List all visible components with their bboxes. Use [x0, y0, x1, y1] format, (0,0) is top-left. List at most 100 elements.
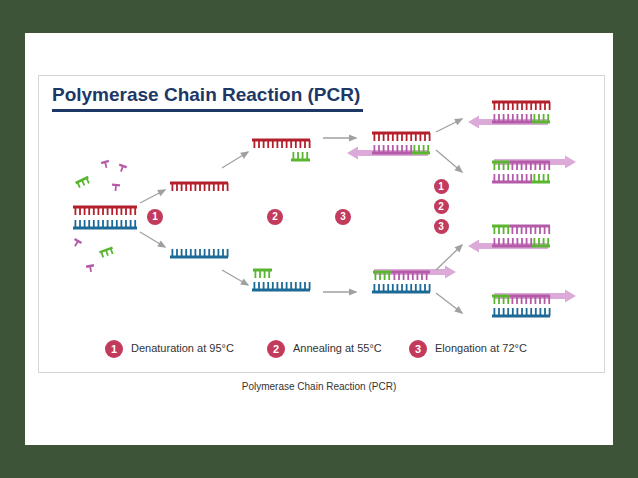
base-tooth [208, 183, 210, 191]
dna-strand [252, 282, 311, 292]
base-tooth [300, 282, 302, 290]
base-tooth [406, 133, 408, 141]
base-tooth [304, 282, 306, 290]
base-tooth [507, 114, 509, 122]
base-tooth [494, 162, 496, 170]
base-tooth [378, 284, 380, 292]
strand-backbone [73, 206, 137, 209]
base-tooth [414, 145, 416, 153]
base-tooth [526, 174, 528, 182]
nucleotide-stem [120, 166, 124, 172]
dna-strand [492, 114, 532, 124]
base-tooth [176, 249, 178, 257]
base-tooth [498, 162, 500, 170]
free-primer [99, 246, 115, 258]
free-primer [75, 176, 91, 189]
base-tooth [407, 272, 409, 280]
dna-strand [492, 174, 532, 184]
base-tooth [125, 220, 127, 228]
base-tooth [125, 207, 127, 215]
base-tooth [84, 207, 86, 215]
step-description: Denaturation at 95°C [131, 342, 234, 354]
arrow-head [157, 189, 166, 196]
base-tooth [218, 249, 220, 257]
dna-strand [170, 182, 229, 192]
base-tooth [88, 220, 90, 228]
dna-strand [412, 145, 430, 155]
base-tooth [494, 308, 496, 316]
arrow-head [240, 151, 249, 158]
base-tooth [401, 133, 403, 141]
base-tooth [547, 114, 549, 122]
base-tooth [420, 284, 422, 292]
base-tooth [286, 140, 288, 148]
base-tooth [544, 308, 546, 316]
base-tooth [521, 162, 523, 170]
base-tooth [111, 220, 113, 228]
base-tooth [374, 133, 376, 141]
base-tooth [526, 308, 528, 316]
callout-number: 1 [434, 179, 449, 194]
pcr-illustration [72, 101, 576, 318]
strand-backbone [73, 227, 137, 230]
base-tooth [388, 272, 390, 280]
dna-strand [253, 269, 272, 279]
dna-strand [492, 238, 532, 248]
base-tooth [516, 162, 518, 170]
base-tooth [378, 145, 380, 153]
base-tooth [302, 152, 304, 160]
base-tooth [397, 145, 399, 153]
base-tooth [297, 152, 299, 160]
base-tooth [507, 226, 509, 234]
dna-strand [373, 271, 392, 281]
base-tooth [199, 183, 201, 191]
base-tooth [277, 282, 279, 290]
base-tooth [498, 102, 500, 110]
base-tooth [290, 282, 292, 290]
primer-tooth [81, 180, 85, 186]
diagram-title: Polymerase Chain Reaction (PCR) [52, 84, 360, 106]
base-tooth [107, 220, 109, 228]
base-tooth [423, 145, 425, 153]
arrow-head [349, 135, 358, 142]
base-tooth [512, 162, 514, 170]
figure-caption: Polymerase Chain Reaction (PCR) [25, 381, 613, 392]
base-tooth [512, 114, 514, 122]
base-tooth [172, 249, 174, 257]
dna-strand [73, 220, 137, 230]
base-tooth [525, 296, 527, 304]
base-tooth [93, 207, 95, 215]
base-tooth [304, 140, 306, 148]
base-tooth [526, 114, 528, 122]
base-tooth [498, 238, 500, 246]
dna-strand [532, 238, 550, 248]
base-tooth [401, 145, 403, 153]
base-tooth [516, 296, 518, 304]
base-tooth [295, 140, 297, 148]
base-tooth [544, 226, 546, 234]
base-tooth [102, 220, 104, 228]
step-description: Annealing at 55°C [293, 342, 382, 354]
base-tooth [498, 114, 500, 122]
base-tooth [420, 133, 422, 141]
base-tooth [397, 284, 399, 292]
base-tooth [521, 114, 523, 122]
base-tooth [107, 207, 109, 215]
base-tooth [503, 296, 505, 304]
base-tooth [263, 282, 265, 290]
base-tooth [534, 174, 536, 182]
base-tooth [530, 114, 532, 122]
base-tooth [403, 272, 405, 280]
base-tooth [218, 183, 220, 191]
base-tooth [424, 284, 426, 292]
base-tooth [507, 102, 509, 110]
base-tooth [116, 220, 118, 228]
base-tooth [415, 133, 417, 141]
base-tooth [503, 174, 505, 182]
base-tooth [295, 282, 297, 290]
base-tooth [374, 145, 376, 153]
base-tooth [503, 114, 505, 122]
base-tooth [199, 249, 201, 257]
base-tooth [535, 308, 537, 316]
base-tooth [93, 220, 95, 228]
